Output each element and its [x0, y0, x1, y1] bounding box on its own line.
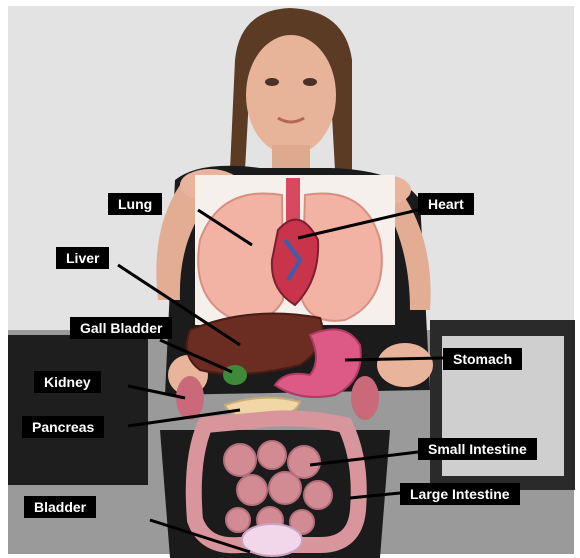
face — [246, 35, 336, 155]
stomach-leader-line — [345, 358, 443, 360]
label-stomach: Stomach — [443, 348, 522, 370]
right-eye — [303, 78, 317, 86]
left-eye — [265, 78, 279, 86]
lower-right-hand — [377, 343, 433, 387]
label-heart: Heart — [418, 193, 474, 215]
bladder-organ — [242, 524, 302, 556]
label-small-intestine: Small Intestine — [418, 438, 537, 460]
label-liver: Liver — [56, 247, 109, 269]
label-large-intestine: Large Intestine — [400, 483, 520, 505]
label-gall-bladder: Gall Bladder — [70, 317, 172, 339]
label-kidney: Kidney — [34, 371, 101, 393]
label-pancreas: Pancreas — [22, 416, 104, 438]
label-bladder: Bladder — [24, 496, 96, 518]
label-lung: Lung — [108, 193, 162, 215]
kidney-right-organ — [351, 376, 379, 420]
monitor-left — [8, 335, 148, 485]
